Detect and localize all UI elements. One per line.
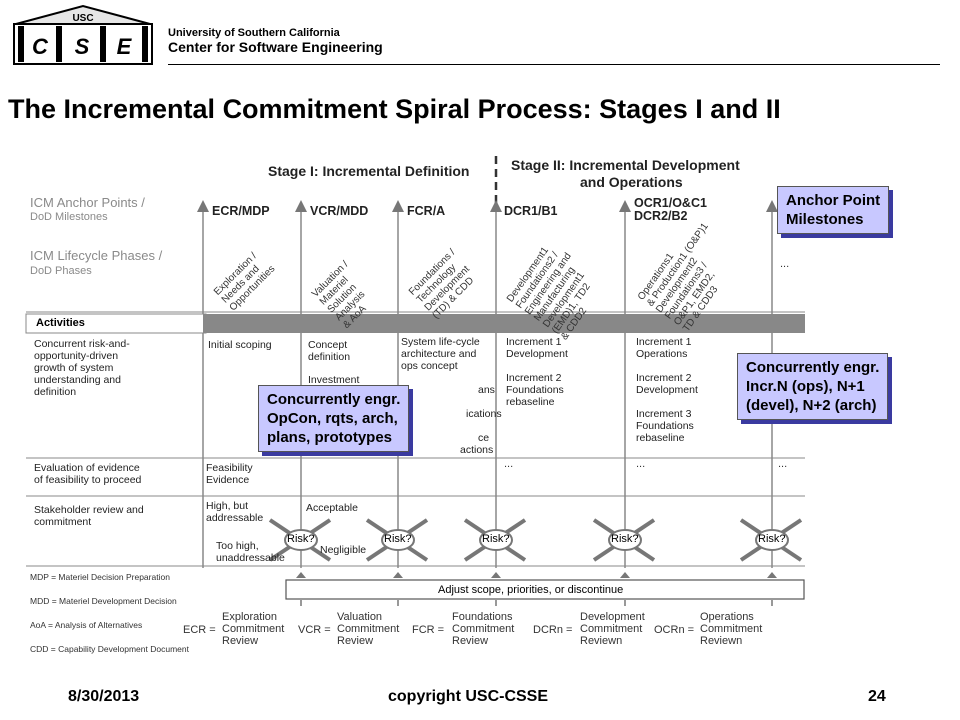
slide-title: The Incremental Commitment Spiral Proces… [8,94,781,124]
risk-label-5: Risk? [758,533,786,545]
cell-high-but-addressable: High, but addressable [206,500,264,524]
center-name: Center for Software Engineering [168,39,383,55]
logo-letter-c: C [32,34,49,59]
cell-increment2-foundations: Increment 2 Foundations rebaseline [506,372,564,408]
callout-stage1-concurrent: Concurrently engr. OpCon, rqts, arch, pl… [258,385,410,452]
cell-concept-definition: Concept definition [308,339,351,363]
review-ocr-abbr: OCRn = [654,624,695,636]
usc-cse-logo: USC C S E [8,4,158,66]
risk-label-3: Risk? [482,533,510,545]
risk-label-1: Risk? [287,533,315,545]
cell-initial-scoping: Initial scoping [208,339,272,351]
footer-date: 8/30/2013 [68,688,140,705]
university-name: University of Southern California [168,27,340,39]
review-vcr-name: Valuation Commitment Review [337,611,400,647]
anchor-vcr: VCR/MDD [310,204,369,218]
cell-hidden-fragment-2: ications [466,408,502,420]
risk-nodes [268,518,803,562]
risk-node-5 [739,518,803,562]
logo-letter-e: E [117,34,133,59]
stage2-heading-line1: Stage II: Incremental Development [511,157,740,173]
cell-too-high: Too high, unaddressable [216,540,285,564]
cell-increment1-development: Increment 1 Development [506,336,568,360]
header-divider [168,64,940,65]
eval-ellipsis-3: ... [778,458,788,470]
activity-stakeholder-review: Stakeholder review and commitment [34,504,144,528]
anchor-ecr: ECR/MDP [212,204,270,218]
review-fcr-name: Foundations Commitment Review [452,611,515,647]
eval-ellipsis-1: ... [504,458,514,470]
cell-acceptable: Acceptable [306,502,358,514]
logo-usc-text: USC [72,13,93,24]
eval-ellipsis-2: ... [636,458,646,470]
anchor-points-label: ICM Anchor Points / [30,195,145,210]
review-ocr-name: Operations Commitment Reviewn [700,611,763,647]
review-dcr-name: Development Commitment Reviewn [580,611,645,647]
legend-aoa: AoA = Analysis of Alternatives [30,620,143,630]
phase-ellipsis: ... [780,258,790,270]
anchor-ocr1: OCR1/O&C1 [634,196,707,210]
review-ecr-abbr: ECR = [183,624,216,636]
cell-hidden-fragment-3: ce [478,432,490,444]
anchor-dcr1: DCR1/B1 [504,204,558,218]
adjust-scope-label: Adjust scope, priorities, or discontinue [438,584,624,596]
review-ecr-name: Exploration Commitment Review [222,611,285,647]
review-dcr-abbr: DCRn = [533,624,573,636]
cell-hidden-fragment-4: actions [460,444,494,456]
activities-bar [203,314,805,333]
anchor-fcr: FCR/A [407,204,446,218]
cell-increment1-operations: Increment 1 Operations [636,336,692,360]
callout-stage2-concurrent: Concurrently engr. Incr.N (ops), N+1 (de… [737,353,889,420]
review-fcr-abbr: FCR = [412,624,445,636]
risk-node-4 [592,518,656,562]
lifecycle-phases-label: ICM Lifecycle Phases / [30,248,163,263]
footer-page-number: 24 [868,688,886,705]
risk-label-4: Risk? [611,533,639,545]
legend-mdd: MDD = Materiel Development Decision [30,596,177,606]
dod-milestones-label: DoD Milestones [30,211,108,223]
cell-feasibility-evidence: Feasibility Evidence [206,462,253,486]
adjust-box [285,579,805,600]
activity-evaluation: Evaluation of evidence of feasibility to… [34,462,142,486]
logo-letter-s: S [75,34,90,59]
dod-phases-label: DoD Phases [30,265,92,277]
legend-mdp: MDP = Materiel Decision Preparation [30,572,170,582]
cell-system-lifecycle: System life-cycle architecture and ops c… [401,336,480,372]
milestone-arrowheads [197,200,778,212]
cell-increment3-foundations: Increment 3 Foundations rebaseline [636,408,694,444]
stage2-heading-line2: and Operations [580,174,683,190]
risk-label-2: Risk? [384,533,412,545]
risk-node-1 [268,518,332,562]
cell-hidden-fragment-1: ans [478,384,495,396]
legend-cdd: CDD = Capability Development Document [30,644,189,654]
risk-node-2 [365,518,429,562]
activities-header: Activities [36,317,85,329]
cell-negligible: Negligible [320,544,367,556]
cell-increment2-development: Increment 2 Development [636,372,698,396]
anchor-dcr2: DCR2/B2 [634,209,688,223]
footer-copyright: copyright USC-CSSE [388,688,549,705]
review-vcr-abbr: VCR = [298,624,331,636]
callout-anchor-point-milestones: Anchor Point Milestones [777,186,890,234]
stage1-heading: Stage I: Incremental Definition [268,163,470,179]
risk-node-3 [463,518,527,562]
cell-investment: Investment [308,374,360,386]
activity-concurrent-growth: Concurrent risk-and- opportunity-driven … [34,338,130,398]
